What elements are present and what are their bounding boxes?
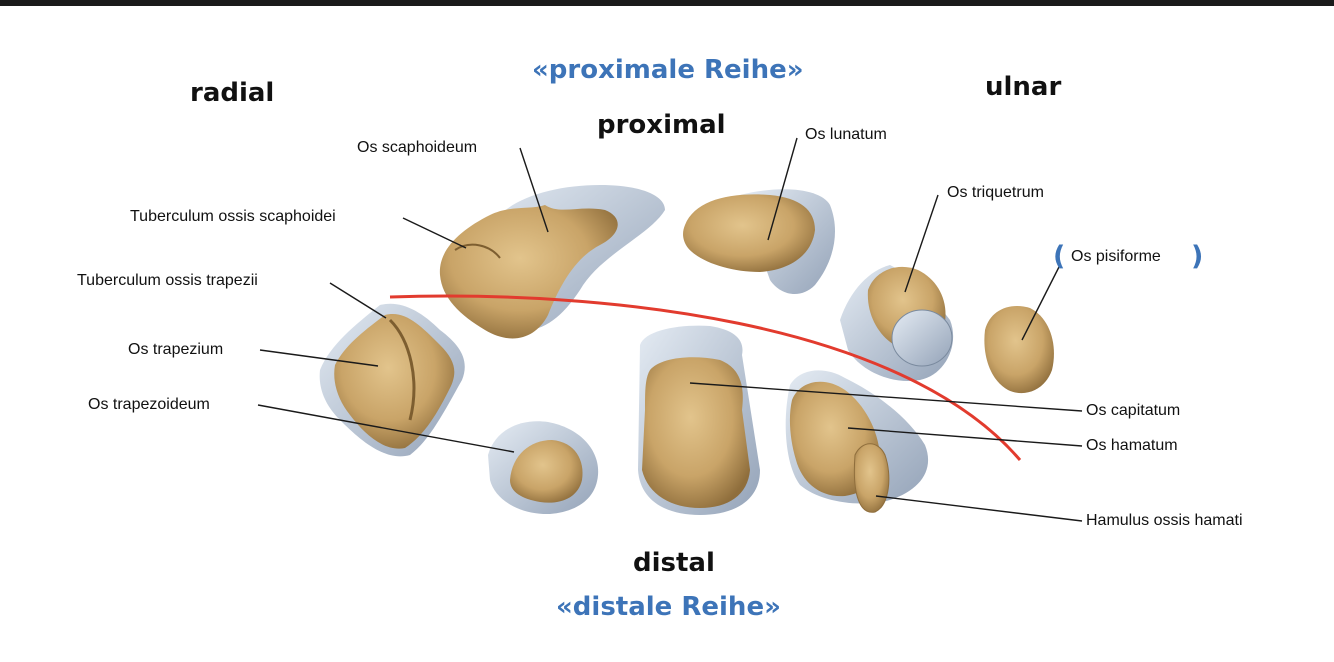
label-hamulus-ossis-hamati: Hamulus ossis hamati xyxy=(1086,512,1243,530)
label-os-triquetrum: Os triquetrum xyxy=(947,184,1044,202)
leader-tub-trapezii xyxy=(330,283,386,318)
heading-distal-row: «distale Reihe» xyxy=(556,592,781,622)
label-os-hamatum: Os hamatum xyxy=(1086,437,1178,455)
label-os-capitatum: Os capitatum xyxy=(1086,402,1180,420)
scaphoid-bone xyxy=(440,185,665,338)
label-os-trapezoideum: Os trapezoideum xyxy=(88,396,210,414)
triquetrum-bone xyxy=(840,265,953,381)
heading-radial: radial xyxy=(190,78,274,108)
label-tuberculum-ossis-scaphoidei: Tuberculum ossis scaphoidei xyxy=(130,208,336,226)
heading-distal: distal xyxy=(633,548,715,578)
trapezium-bone xyxy=(320,304,465,457)
label-os-trapezium: Os trapezium xyxy=(128,341,223,359)
heading-ulnar: ulnar xyxy=(985,72,1061,102)
lunate-bone xyxy=(683,189,835,294)
label-os-scaphoideum: Os scaphoideum xyxy=(357,139,477,157)
capitate-bone xyxy=(638,326,760,515)
label-os-pisiforme: Os pisiforme xyxy=(1071,248,1161,266)
label-tuberculum-ossis-trapezii: Tuberculum ossis trapezii xyxy=(77,272,258,290)
leader-hamulus xyxy=(876,496,1082,521)
heading-proximal: proximal xyxy=(597,110,726,140)
label-os-lunatum: Os lunatum xyxy=(805,126,887,144)
pisiforme-paren-open: ( xyxy=(1053,241,1065,272)
pisiforme-paren-close: ) xyxy=(1191,241,1203,272)
heading-proximal-row: «proximale Reihe» xyxy=(532,55,804,85)
trapezoid-bone xyxy=(488,421,598,514)
pisiform-bone xyxy=(984,306,1054,393)
leader-tub-scaphoidei xyxy=(403,218,466,248)
